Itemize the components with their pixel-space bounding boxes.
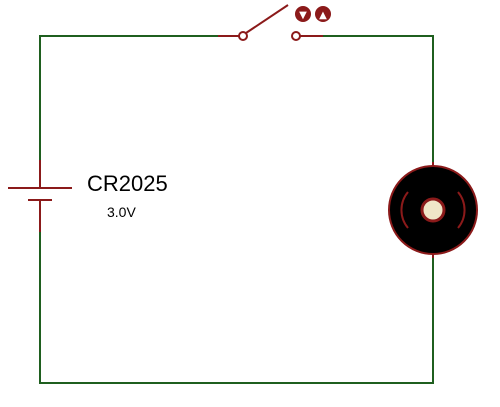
wire-top-left: [39, 35, 218, 160]
switch-down-button[interactable]: ▼: [295, 6, 311, 22]
buzzer: [388, 162, 478, 258]
wire-top-right: [323, 35, 434, 162]
buzzer-center: [420, 197, 446, 223]
wires: [39, 35, 434, 384]
battery-voltage-label: 3.0V: [107, 204, 136, 220]
switch-up-button[interactable]: ▲: [315, 6, 331, 22]
wire-right-bottom: [39, 232, 434, 384]
battery-symbol: [8, 160, 72, 232]
toggle-switch[interactable]: [218, 4, 323, 41]
arrow-down-icon: ▼: [299, 10, 307, 21]
battery-name-label: CR2025: [87, 171, 168, 196]
arrow-up-icon: ▲: [319, 10, 327, 21]
